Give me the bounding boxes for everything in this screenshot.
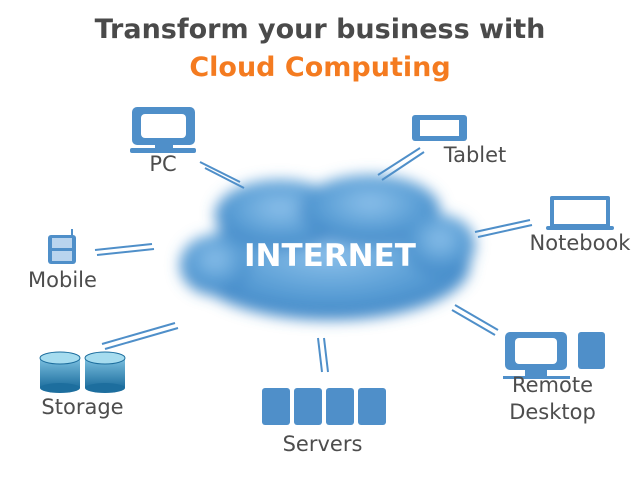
arrow-storage xyxy=(101,322,179,350)
notebook-icon xyxy=(546,196,614,230)
cloud xyxy=(180,175,475,320)
connection-arrows xyxy=(94,147,533,373)
remote-label-line-1: Remote xyxy=(511,373,594,397)
arrow-servers xyxy=(317,337,329,373)
arrow-notebook xyxy=(474,219,533,238)
remote-desktop-icon xyxy=(503,332,605,379)
pc-label: PC xyxy=(149,152,177,176)
arrow-tablet xyxy=(377,147,425,181)
tablet-label: Tablet xyxy=(443,143,507,167)
internet-label: INTERNET xyxy=(244,238,416,274)
mobile-icon xyxy=(48,229,76,264)
arrow-remote xyxy=(451,304,499,336)
title-line-2: Cloud Computing xyxy=(189,52,451,83)
storage-icon xyxy=(39,351,126,393)
storage-label: Storage xyxy=(41,395,124,419)
notebook-label: Notebook xyxy=(529,231,631,255)
remote-label-line-2: Desktop xyxy=(509,400,596,424)
arrow-mobile xyxy=(94,243,155,256)
mobile-label: Mobile xyxy=(28,268,97,292)
servers-label: Servers xyxy=(282,432,363,456)
pc-icon xyxy=(130,107,196,153)
title-line-1: Transform your business with xyxy=(94,14,546,45)
arrow-pc xyxy=(199,161,245,189)
servers-icon xyxy=(262,388,386,425)
tablet-icon xyxy=(412,115,467,141)
